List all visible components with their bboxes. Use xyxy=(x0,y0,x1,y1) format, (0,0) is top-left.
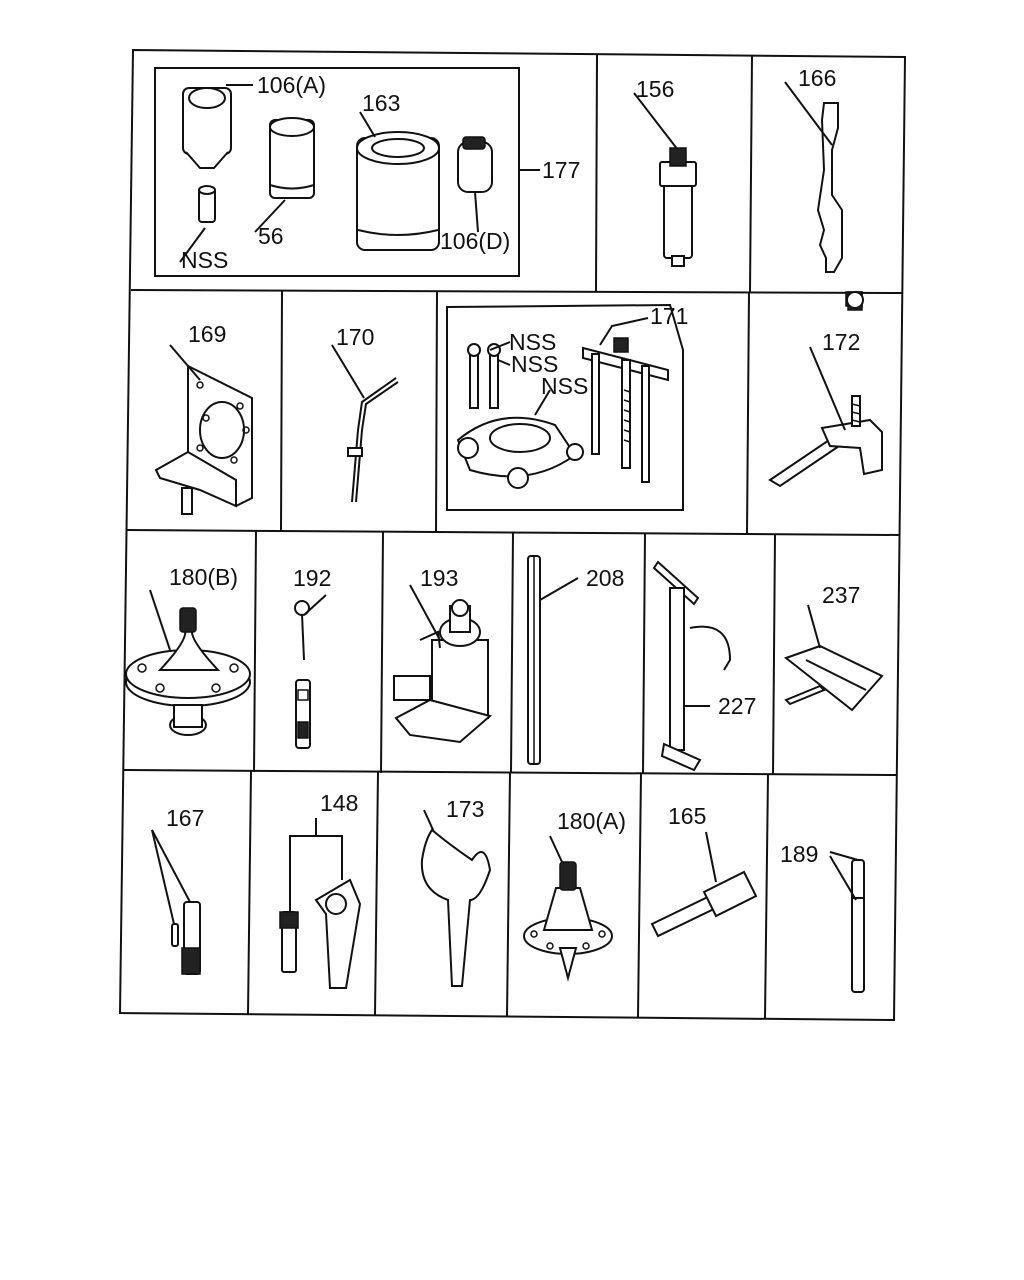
part-163 xyxy=(356,111,440,251)
callout-156: 156 xyxy=(636,76,674,102)
part-169 xyxy=(154,344,253,515)
callout-nss-bolt1: NSS xyxy=(509,329,556,355)
callout-56: 56 xyxy=(258,223,284,249)
callout-208: 208 xyxy=(586,565,624,591)
part-166 xyxy=(784,81,843,273)
part-171 xyxy=(456,317,669,489)
part-165 xyxy=(650,831,758,938)
callout-189: 189 xyxy=(780,841,818,867)
part-227 xyxy=(652,560,732,772)
callout-180a: 180(A) xyxy=(557,808,626,834)
part-nss-pin xyxy=(179,185,216,263)
callout-106a: 106(A) xyxy=(257,72,326,98)
part-172 xyxy=(768,291,883,488)
part-180a xyxy=(523,835,613,982)
callout-148: 148 xyxy=(320,790,358,816)
part-167 xyxy=(151,829,201,975)
callout-163: 163 xyxy=(362,90,400,116)
callout-237: 237 xyxy=(822,582,860,608)
callout-nss-bolt2: NSS xyxy=(511,351,558,377)
part-156 xyxy=(633,92,697,267)
part-193 xyxy=(393,584,493,744)
part-237 xyxy=(783,604,884,712)
part-208 xyxy=(527,555,579,765)
part-173 xyxy=(420,809,492,987)
callout-227: 227 xyxy=(718,693,756,719)
callout-180b: 180(B) xyxy=(169,564,238,590)
callout-173: 173 xyxy=(446,796,484,822)
callout-167: 167 xyxy=(166,805,204,831)
callout-labels: 106(A) 163 177 56 106(D) NSS 156 166 169… xyxy=(166,65,860,867)
callout-165: 165 xyxy=(668,803,706,829)
part-180b xyxy=(125,589,251,736)
part-148 xyxy=(279,818,362,989)
callout-171: 171 xyxy=(650,303,688,329)
callout-172: 172 xyxy=(822,329,860,355)
callout-177: 177 xyxy=(542,157,580,183)
callout-170: 170 xyxy=(336,324,374,350)
callout-166: 166 xyxy=(798,65,836,91)
part-106a xyxy=(182,84,253,169)
part-192 xyxy=(294,594,327,749)
callout-106d: 106(D) xyxy=(440,228,510,254)
part-106d xyxy=(457,136,493,233)
callout-nss-collar: NSS xyxy=(541,373,588,399)
part-189 xyxy=(829,851,865,993)
callout-169: 169 xyxy=(188,321,226,347)
callout-193: 193 xyxy=(420,565,458,591)
part-170 xyxy=(331,344,399,503)
callout-192: 192 xyxy=(293,565,331,591)
grid-lines xyxy=(118,48,907,1022)
part-56 xyxy=(254,117,315,233)
callout-nss-177: NSS xyxy=(181,247,228,273)
